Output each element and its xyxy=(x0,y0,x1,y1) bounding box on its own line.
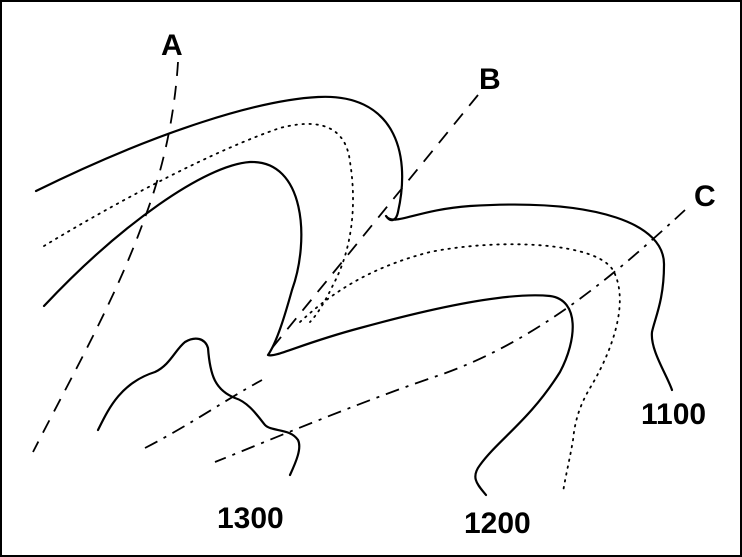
dotted-contour-lower xyxy=(299,243,621,493)
label-1200: 1200 xyxy=(464,507,531,540)
label-b: B xyxy=(479,63,501,96)
contour-1200-line xyxy=(42,160,574,497)
dotted-contour-upper xyxy=(43,123,354,323)
contour-1100-line xyxy=(34,95,674,392)
section-line-a xyxy=(32,61,179,453)
label-c: C xyxy=(694,180,716,213)
contour-1300-line xyxy=(96,337,301,477)
section-line-c-secondary xyxy=(144,379,263,449)
section-line-b xyxy=(267,94,479,354)
label-a: A xyxy=(161,29,183,62)
label-1100: 1100 xyxy=(641,398,706,431)
label-1300: 1300 xyxy=(217,502,284,535)
